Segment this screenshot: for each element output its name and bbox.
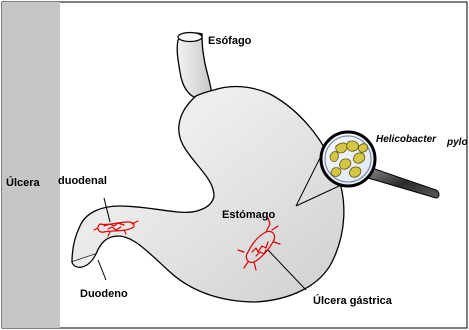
label-ulcera-duodenal-part2: duodenal — [58, 175, 107, 187]
label-helicobacter-part2: pylo — [446, 137, 468, 148]
esophagus-opening — [178, 33, 202, 42]
label-duodeno: Duodeno — [80, 288, 128, 300]
label-ulcera-duodenal-part1: Úlcera — [6, 176, 41, 189]
label-ulcera-gastrica: Úlcera gástrica — [313, 294, 393, 307]
label-helicobacter-part1: Helicobacter — [376, 134, 437, 145]
left-gray-panel — [2, 2, 60, 328]
label-estomago: Estómago — [222, 209, 275, 221]
label-esofago: Esófago — [208, 35, 252, 47]
